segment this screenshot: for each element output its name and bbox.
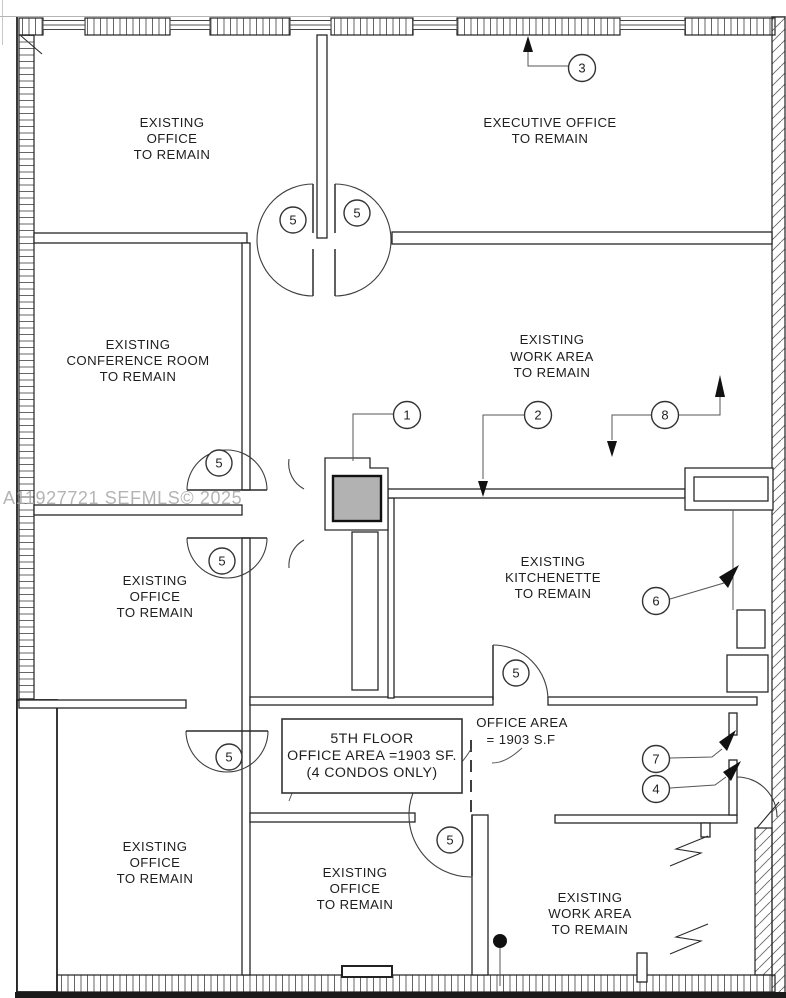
svg-text:8: 8 (661, 408, 668, 423)
keynote-leaders (288, 36, 741, 802)
shaded-shaft-square (331, 474, 383, 523)
svg-text:5: 5 (215, 456, 222, 471)
room-label-office-bottom-middle: EXISTING OFFICE TO REMAIN (317, 865, 394, 912)
office-area-label: OFFICE AREA = 1903 S.F (476, 715, 568, 747)
svg-text:1: 1 (403, 408, 410, 423)
svg-text:OFFICE AREA =1903 SF.: OFFICE AREA =1903 SF. (287, 748, 457, 764)
svg-text:5: 5 (218, 554, 225, 569)
svg-text:TO REMAIN: TO REMAIN (515, 586, 592, 601)
svg-text:OFFICE: OFFICE (147, 131, 198, 146)
room-label-office-top-left: EXISTING OFFICE TO REMAIN (134, 115, 211, 162)
svg-text:OFFICE: OFFICE (330, 881, 381, 896)
svg-text:TO REMAIN: TO REMAIN (117, 871, 194, 886)
kitchenette-appliance (736, 609, 766, 649)
keynote-1: 1 (392, 400, 422, 430)
svg-text:2: 2 (534, 408, 541, 423)
svg-text:KITCHENETTE: KITCHENETTE (505, 570, 601, 585)
room-label-office-mid-left: EXISTING OFFICE TO REMAIN (117, 573, 194, 620)
door-tag-5: 5 (502, 659, 530, 687)
svg-text:5: 5 (446, 833, 453, 848)
room-label-office-bottom-left: EXISTING OFFICE TO REMAIN (117, 839, 194, 886)
svg-text:5: 5 (353, 206, 360, 221)
mls-watermark: A11927721 SEFMLS© 2025 (3, 488, 242, 508)
svg-text:= 1903 S.F: = 1903 S.F (487, 732, 556, 747)
keynote-4: 4 (641, 774, 671, 804)
svg-text:OFFICE: OFFICE (130, 589, 181, 604)
door-tag-5: 5 (208, 547, 236, 575)
svg-text:5: 5 (225, 750, 232, 765)
svg-text:EXISTING: EXISTING (123, 573, 188, 588)
room-label-kitchenette: EXISTING KITCHENETTE TO REMAIN (505, 554, 601, 601)
svg-text:EXISTING: EXISTING (323, 865, 388, 880)
svg-text:WORK AREA: WORK AREA (548, 906, 631, 921)
svg-text:TO REMAIN: TO REMAIN (134, 147, 211, 162)
keynote-8: 8 (650, 400, 680, 430)
column-point-marker (493, 934, 507, 948)
door-tag-5: 5 (436, 826, 464, 854)
svg-text:TO REMAIN: TO REMAIN (317, 897, 394, 912)
wall-break-symbol (669, 835, 709, 867)
svg-text:(4 CONDOS ONLY): (4 CONDOS ONLY) (306, 765, 437, 781)
wall-break-symbol (669, 923, 709, 955)
kitchenette-appliance (726, 654, 769, 693)
duct-closet (351, 531, 379, 691)
door-tag-5: 5 (205, 449, 233, 477)
window-openings (42, 20, 686, 30)
svg-text:EXISTING: EXISTING (520, 332, 585, 347)
svg-text:5: 5 (289, 213, 296, 228)
svg-text:EXISTING: EXISTING (140, 115, 205, 130)
svg-text:6: 6 (652, 594, 659, 609)
svg-text:EXISTING: EXISTING (123, 839, 188, 854)
svg-text:TO REMAIN: TO REMAIN (514, 365, 591, 380)
svg-text:OFFICE AREA: OFFICE AREA (476, 715, 568, 730)
exterior-walls (15, 16, 786, 998)
svg-text:WORK AREA: WORK AREA (510, 349, 593, 364)
svg-text:EXECUTIVE OFFICE: EXECUTIVE OFFICE (483, 115, 616, 130)
keynote-2: 2 (523, 400, 553, 430)
door-tag-5: 5 (343, 199, 371, 227)
room-label-work-area: EXISTING WORK AREA TO REMAIN (510, 332, 593, 380)
keynote-3: 3 (567, 53, 597, 83)
keynote-circles: 3 1 2 8 6 7 4 (392, 53, 680, 804)
svg-text:5: 5 (512, 666, 519, 681)
doors (185, 183, 778, 878)
svg-text:EXISTING: EXISTING (558, 890, 623, 905)
svg-text:TO REMAIN: TO REMAIN (552, 922, 629, 937)
svg-text:EXISTING: EXISTING (521, 554, 586, 569)
svg-text:3: 3 (578, 61, 585, 76)
svg-text:CONFERENCE ROOM: CONFERENCE ROOM (66, 353, 209, 368)
fixtures (324, 457, 774, 986)
interior-walls (18, 34, 773, 983)
svg-text:OFFICE: OFFICE (130, 855, 181, 870)
svg-text:TO REMAIN: TO REMAIN (100, 369, 177, 384)
floor-note-box: 5TH FLOOR OFFICE AREA =1903 SF. (4 CONDO… (281, 718, 463, 794)
threshold-bump (341, 965, 393, 978)
svg-text:4: 4 (652, 782, 659, 797)
room-label-work-area-bottom: EXISTING WORK AREA TO REMAIN (548, 890, 631, 937)
svg-text:TO REMAIN: TO REMAIN (117, 605, 194, 620)
door-tag-5: 5 (215, 743, 243, 771)
svg-text:5TH FLOOR: 5TH FLOOR (330, 731, 413, 747)
door-tags: 5 5 5 5 5 5 5 (205, 199, 530, 854)
svg-text:TO REMAIN: TO REMAIN (512, 131, 589, 146)
svg-text:EXISTING: EXISTING (106, 337, 171, 352)
keynote-7: 7 (641, 744, 671, 774)
room-label-conference-room: EXISTING CONFERENCE ROOM TO REMAIN (66, 337, 209, 384)
room-label-executive-office: EXECUTIVE OFFICE TO REMAIN (483, 115, 616, 146)
door-tag-5: 5 (279, 206, 307, 234)
room-labels: EXISTING OFFICE TO REMAIN EXECUTIVE OFFI… (66, 115, 631, 937)
counter-fixture-inner (693, 476, 769, 502)
svg-text:7: 7 (652, 752, 659, 767)
keynote-6: 6 (641, 586, 671, 616)
